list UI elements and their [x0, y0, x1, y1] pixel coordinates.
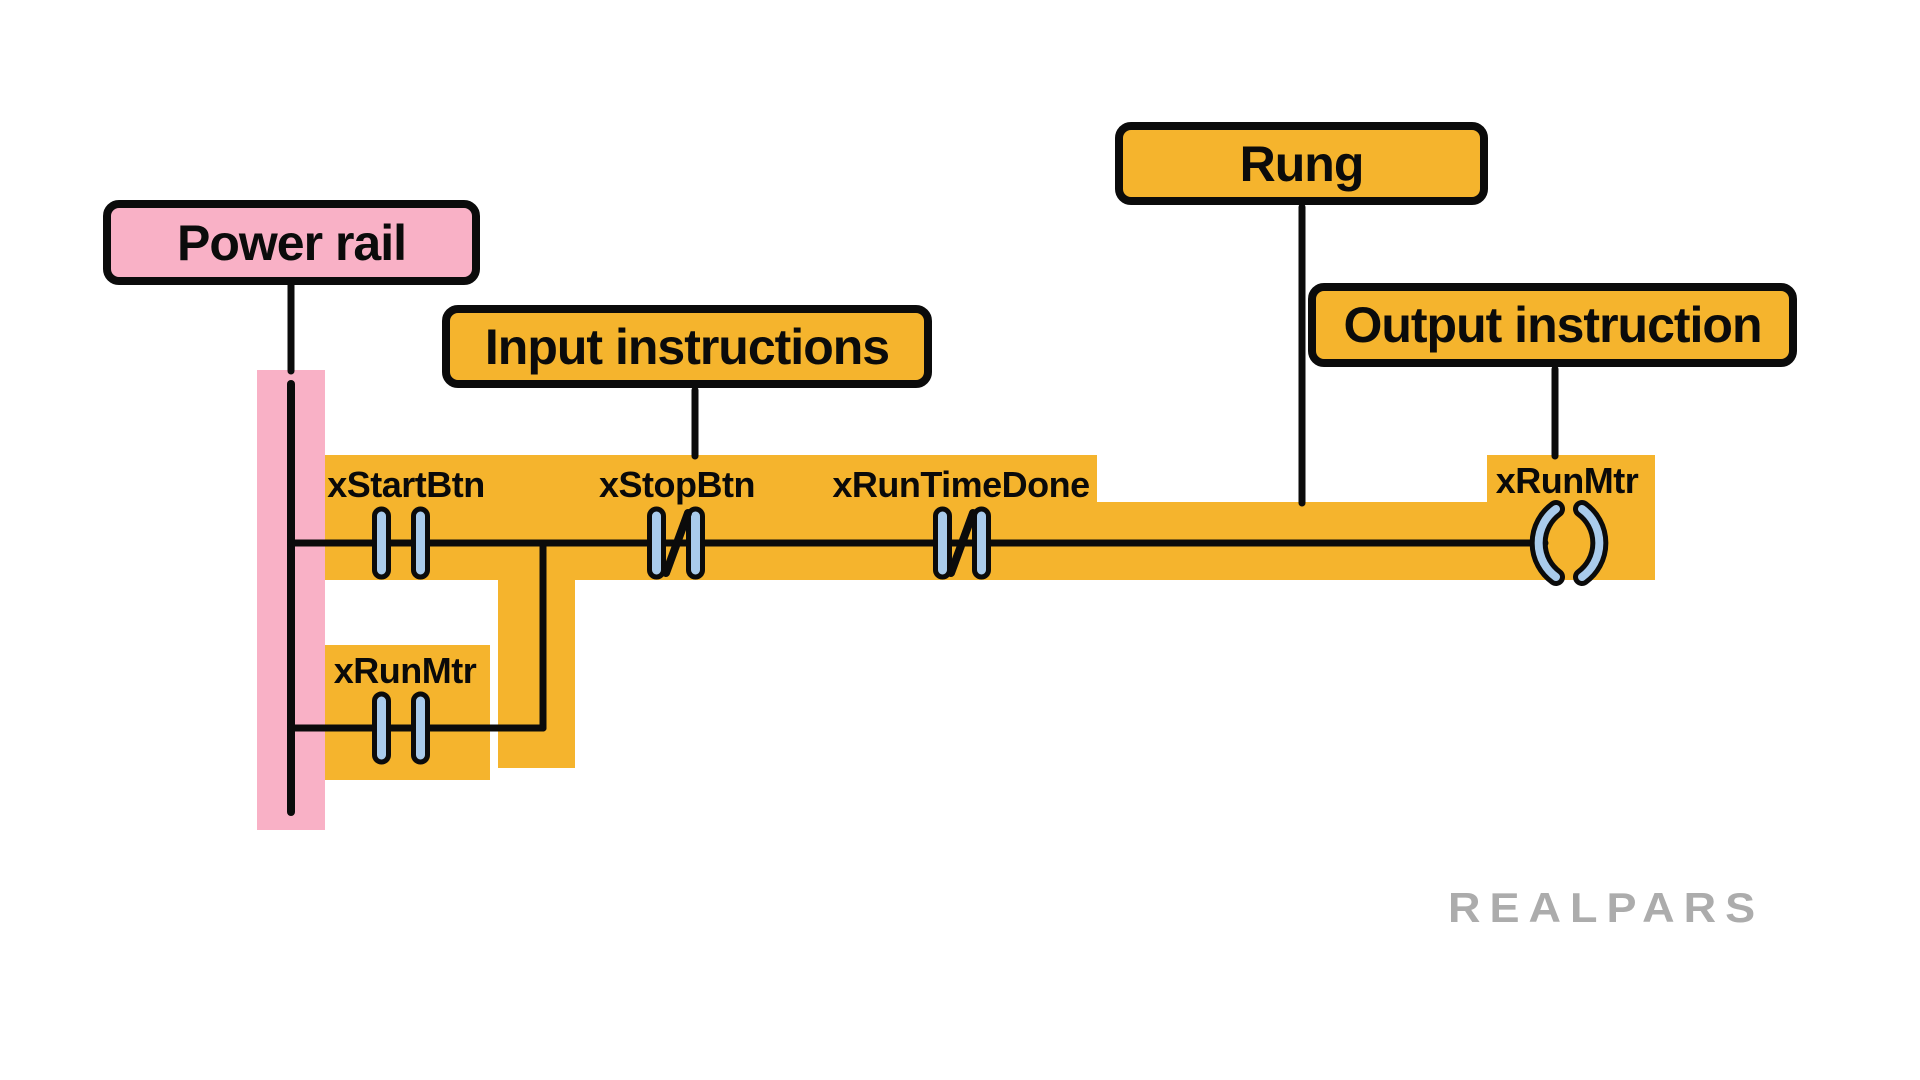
normally-closed-contact-icon-stop — [647, 506, 705, 580]
tag-stop-button-contact: xStopBtn — [599, 464, 755, 505]
output-coil-icon — [1529, 500, 1609, 586]
tag-run-time-done-contact: xRunTimeDone — [832, 464, 1090, 505]
tag-output-coil: xRunMtr — [1495, 460, 1639, 501]
power-rail-callout: Power rail — [103, 200, 480, 285]
realpars-logo: REALPARS — [1448, 884, 1765, 931]
normally-open-contact-icon-seal-in — [372, 691, 430, 765]
tag-start-button-contact: xStartBtn — [327, 464, 485, 505]
normally-open-contact-icon-start — [372, 506, 430, 580]
output-instruction-callout: Output instruction — [1308, 283, 1797, 367]
rung-highlight-output-block — [1487, 455, 1655, 580]
tag-seal-in-contact: xRunMtr — [333, 650, 477, 691]
rung-highlight-branch-connector — [498, 580, 575, 768]
rung-highlight-branch-band — [325, 645, 490, 780]
normally-closed-contact-icon-runtime — [933, 506, 991, 580]
rung-callout: Rung — [1115, 122, 1488, 205]
input-instructions-callout: Input instructions — [442, 305, 932, 388]
